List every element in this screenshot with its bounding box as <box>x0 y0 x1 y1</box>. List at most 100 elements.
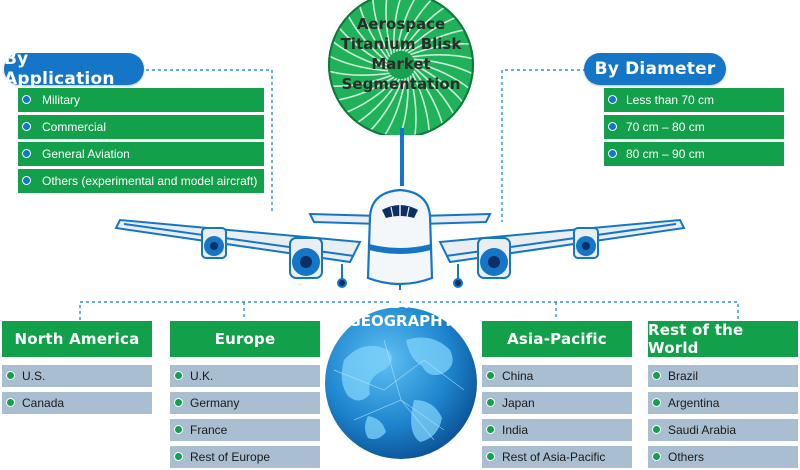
airplane-icon <box>114 188 686 290</box>
bullet-icon <box>486 371 495 380</box>
diameter-item-label: 80 cm – 90 cm <box>626 147 705 161</box>
blade-line <box>358 3 389 60</box>
region-item-label: Germany <box>190 396 240 410</box>
bullet-icon <box>608 122 617 131</box>
diagram-title: Aerospace Titanium Blisk Market Segmenta… <box>322 14 480 94</box>
blade-line <box>401 5 447 52</box>
region-europe-heading: Europe <box>170 321 320 357</box>
blisk-stand <box>400 128 404 186</box>
region-item: U.S. <box>2 365 152 387</box>
region-item-label: Saudi Arabia <box>668 423 737 437</box>
region-item: Others <box>648 446 798 468</box>
blade-line <box>329 70 390 77</box>
blade-line <box>413 58 473 76</box>
blade-line <box>404 16 458 53</box>
title-line: Titanium Blisk <box>340 35 462 53</box>
bullet-icon <box>22 149 31 158</box>
diameter-item: 70 cm – 80 cm <box>604 115 784 139</box>
bullet-icon <box>22 122 31 131</box>
bullet-icon <box>608 95 617 104</box>
blade-line <box>412 53 473 60</box>
region-item-label: France <box>190 423 228 437</box>
blade-line <box>329 54 389 72</box>
application-item: Military <box>18 88 264 112</box>
region-item: Germany <box>170 392 320 414</box>
application-item: Others (experimental and model aircraft) <box>18 169 264 193</box>
bullet-icon <box>652 425 661 434</box>
diameter-item-label: 70 cm – 80 cm <box>626 120 705 134</box>
bullet-icon <box>6 371 15 380</box>
blade-line <box>337 25 388 66</box>
bullet-icon <box>486 452 495 461</box>
blade-line <box>398 0 434 52</box>
region-item-label: Argentina <box>668 396 720 410</box>
application-item-label: Commercial <box>42 120 107 134</box>
region-item-label: Rest of Europe <box>190 450 271 464</box>
bullet-icon <box>652 398 661 407</box>
geography-heading: BY GEOGRAPHY <box>348 294 454 330</box>
region-item: Japan <box>482 392 632 414</box>
region-item: China <box>482 365 632 387</box>
region-item-label: Rest of Asia-Pacific <box>502 450 606 464</box>
region-item: Saudi Arabia <box>648 419 798 441</box>
region-item: India <box>482 419 632 441</box>
blisk-hub <box>387 51 415 79</box>
region-item-label: U.K. <box>190 369 214 383</box>
bullet-icon <box>652 452 661 461</box>
bullet-icon <box>652 371 661 380</box>
blade-line <box>383 78 407 135</box>
blade-line <box>409 75 417 135</box>
diameter-connector <box>501 69 586 222</box>
region-north-america-heading: North America <box>2 321 152 357</box>
application-heading: By Application <box>4 49 144 89</box>
application-item-label: Others (experimental and model aircraft) <box>42 174 258 188</box>
title-line: Market <box>371 55 431 73</box>
bullet-icon <box>174 371 183 380</box>
blade-line <box>414 67 456 117</box>
blade-line <box>371 0 391 58</box>
blade-line <box>335 76 395 102</box>
bullet-icon <box>608 149 617 158</box>
blade-line <box>414 61 472 91</box>
diameter-item: 80 cm – 90 cm <box>604 142 784 166</box>
turbine-blisk-icon <box>328 0 474 135</box>
region-rest-of-world-heading: Rest of the World <box>648 321 798 357</box>
globe-icon <box>325 307 477 459</box>
bullet-icon <box>22 176 31 185</box>
bullet-icon <box>174 425 183 434</box>
title-line: Segmentation <box>341 75 461 93</box>
region-item-label: Japan <box>502 396 535 410</box>
blade-line <box>414 64 465 105</box>
region-item: Rest of Asia-Pacific <box>482 446 632 468</box>
region-item: France <box>170 419 320 441</box>
bullet-icon <box>486 398 495 407</box>
blade-line <box>393 0 404 53</box>
bullet-icon <box>174 398 183 407</box>
blade-line <box>329 74 392 87</box>
region-item-label: Others <box>668 450 705 464</box>
bullet-icon <box>6 398 15 407</box>
blade-line <box>395 0 419 52</box>
region-item: Rest of Europe <box>170 446 320 468</box>
application-item-label: General Aviation <box>42 147 130 161</box>
blade-line <box>346 13 388 63</box>
blade-line <box>410 43 473 56</box>
region-item-label: China <box>502 369 534 383</box>
bullet-icon <box>486 425 495 434</box>
bullet-icon <box>22 95 31 104</box>
title-line: Aerospace <box>356 15 446 33</box>
diameter-item-label: Less than 70 cm <box>626 93 715 107</box>
region-item-label: Canada <box>22 396 65 410</box>
blade-line <box>355 78 401 125</box>
geography-connector <box>79 301 739 320</box>
region-item-label: Brazil <box>668 369 699 383</box>
region-item-label: U.S. <box>22 369 46 383</box>
region-item-label: India <box>502 423 529 437</box>
blade-line <box>385 0 393 55</box>
region-item: Brazil <box>648 365 798 387</box>
application-item: General Aviation <box>18 142 264 166</box>
blade-line <box>330 39 388 69</box>
application-item-label: Military <box>42 93 80 107</box>
